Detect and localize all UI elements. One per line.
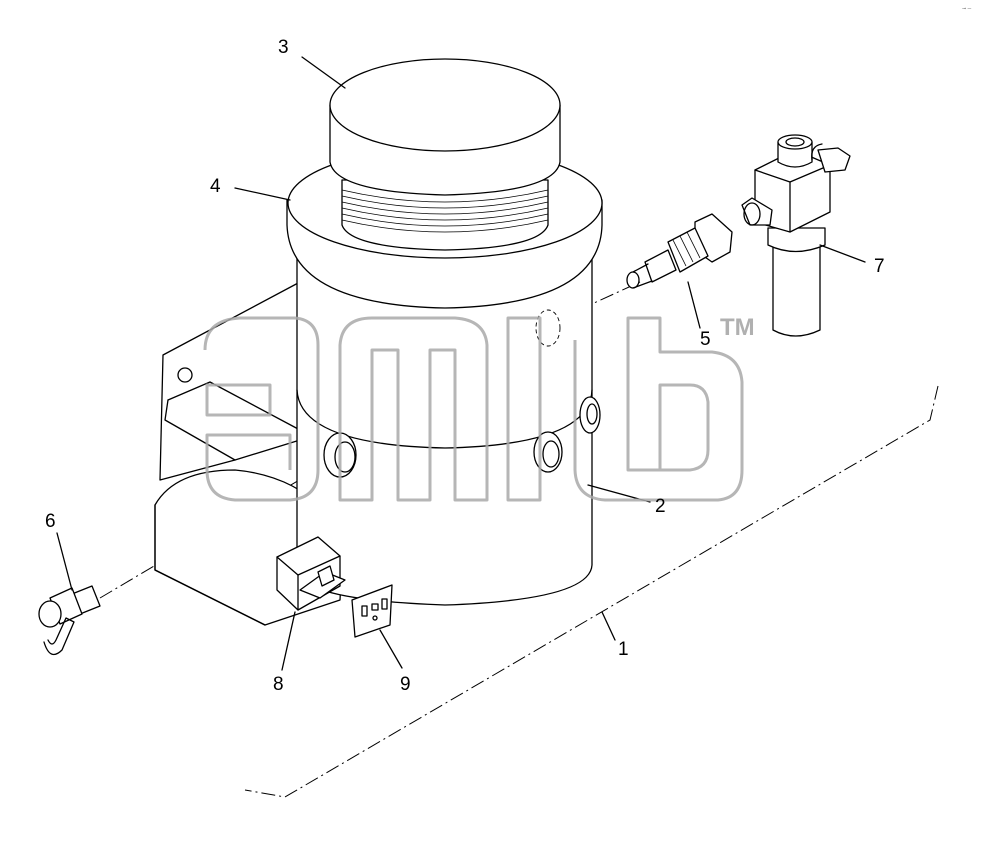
watermark: TM (203, 314, 755, 502)
assembly-boundary (244, 385, 939, 798)
callout-2: 2 (655, 496, 666, 517)
threaded-cap (329, 58, 561, 251)
callout-5: 5 (700, 329, 711, 350)
quick-coupler (38, 585, 101, 656)
callout-4: 4 (210, 176, 221, 197)
callout-8: 8 (273, 674, 284, 695)
watermark-tm: TM (720, 314, 755, 341)
valve-assembly (741, 134, 851, 337)
callout-6: 6 (45, 511, 56, 532)
callout-labels: 1 2 3 4 5 6 7 8 9 (45, 37, 885, 695)
gasket-plate (351, 584, 393, 638)
callout-9: 9 (400, 674, 411, 695)
electrical-connector (276, 536, 346, 611)
callout-3: 3 (278, 37, 289, 58)
callout-7: 7 (874, 256, 885, 277)
callout-1: 1 (618, 639, 629, 660)
main-body (296, 254, 601, 606)
fitting (626, 213, 733, 289)
leader-lines (56, 56, 866, 671)
corner-mark: ⊸ ─ (962, 6, 972, 12)
